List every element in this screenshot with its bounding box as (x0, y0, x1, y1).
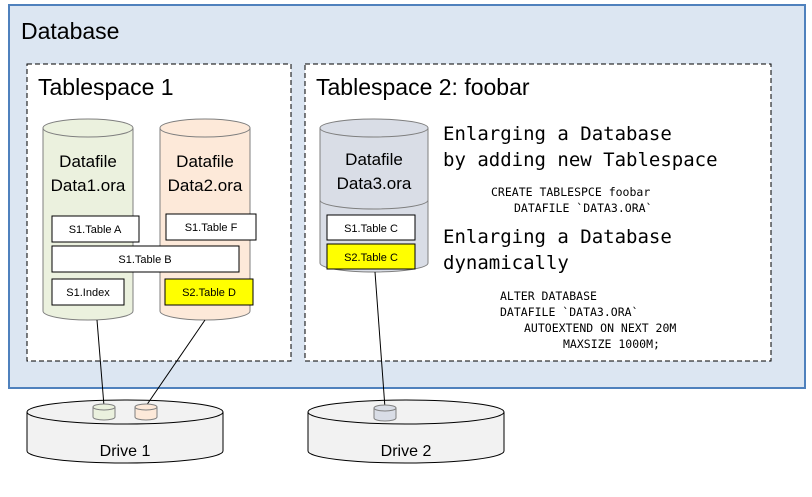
code1-line2: DATAFILE `DATA3.ORA` (514, 201, 652, 215)
segment-table-d-label: S2.Table D (182, 287, 236, 299)
drive1-label: Drive 1 (100, 443, 151, 460)
heading1-line1: Enlarging a Database (443, 123, 672, 145)
connector-datafile2-drive1 (145, 319, 206, 407)
code2-line1: ALTER DATABASE (500, 289, 597, 303)
tablespace1-title: Tablespace 1 (38, 74, 174, 100)
heading2-line2: dynamically (443, 252, 569, 274)
segment-table-a-label: S1.Table A (69, 224, 122, 236)
drive1-cylinder (26, 399, 224, 464)
segment-table-b-box (51, 245, 240, 273)
segment-table-f-label: S1.Table F (185, 222, 238, 234)
drive2-label: Drive 2 (381, 443, 432, 460)
connector-datafile3-drive2 (374, 271, 386, 409)
code1-line1: CREATE TABLESPCE foobar (491, 185, 650, 199)
datafile2-label-line2: Data2.ora (168, 176, 243, 195)
code2-line2: DATAFILE `DATA3.ORA` (500, 305, 638, 319)
tablespace2-title: Tablespace 2: foobar (316, 74, 530, 100)
drive2-datafile3-icon (373, 404, 397, 422)
datafile1-label-line2: Data1.ora (51, 176, 126, 195)
code2-line3: AUTOEXTEND ON NEXT 20M (524, 321, 676, 335)
segment-table-c2-label: S2.Table C (344, 252, 398, 264)
segment-table-d-box (164, 278, 254, 306)
drive1-datafile2-icon (134, 403, 158, 421)
segment-table-f-box (165, 213, 257, 241)
datafile1-label-line1: Datafile (59, 152, 117, 171)
datafile3-label-line2: Data3.ora (337, 174, 412, 193)
segment-table-c1-label: S1.Table C (344, 223, 398, 235)
database-title: Database (21, 18, 119, 44)
segment-table-a-box (51, 215, 140, 243)
drive1-datafile1-icon (92, 403, 116, 421)
segment-index-label: S1.Index (66, 287, 110, 299)
segment-table-c2-box (326, 243, 416, 270)
code2-line4: MAXSIZE 1000M; (563, 337, 660, 351)
heading2-line1: Enlarging a Database (443, 226, 672, 248)
datafile2-label-line1: Datafile (176, 152, 234, 171)
heading1-line2: by adding new Tablespace (443, 149, 718, 171)
connector-datafile1-drive1 (96, 319, 105, 407)
datafile3-label-line1: Datafile (345, 150, 403, 169)
drive2-cylinder (307, 399, 505, 464)
segment-table-b-label: S1.Table B (118, 254, 171, 266)
segment-index-box (51, 278, 125, 306)
segment-table-c1-box (326, 214, 416, 241)
